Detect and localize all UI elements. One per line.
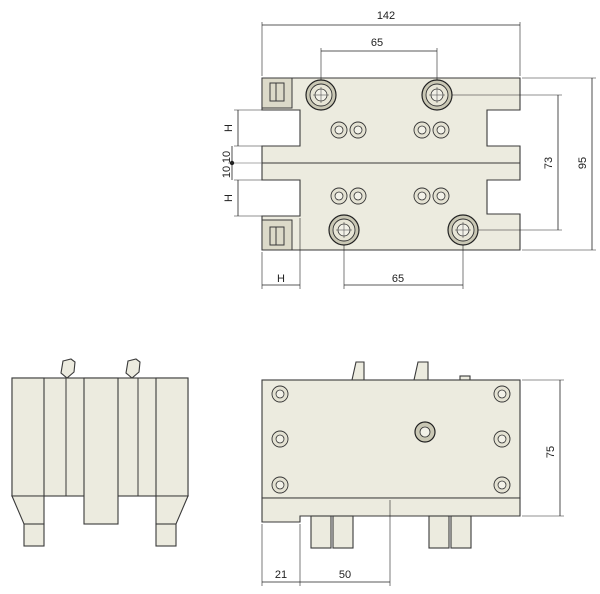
mount-hole (447, 214, 479, 246)
dim-label-offset-lower: 10 (221, 166, 233, 178)
side-foot (155, 523, 177, 547)
dim-label-front-height: 75 (545, 446, 557, 458)
dim-top-spacing: 65 (320, 37, 438, 80)
front-tab (413, 361, 429, 381)
front-bottom-tab (310, 515, 332, 549)
top-view: 142 65 65 73 95 (221, 10, 596, 289)
dim-label-offset-upper: 10 (221, 151, 233, 163)
pin-hole-pair (330, 121, 367, 139)
dim-slot-h-lower: H (223, 179, 262, 217)
center-screw-hole (414, 421, 436, 443)
dim-label-left-offset: 21 (275, 569, 287, 581)
dim-label-inner-height: 73 (543, 157, 555, 169)
screw-hole (493, 476, 511, 494)
dim-center-offsets: 10 10 (221, 146, 235, 180)
front-lower-step (261, 497, 521, 523)
mount-hole (328, 214, 360, 246)
dim-label-slot-h-width: H (277, 273, 285, 285)
side-nub (60, 358, 76, 379)
dim-label-slot-h-lower: H (223, 194, 235, 202)
dim-label-slot-h-upper: H (223, 124, 235, 132)
dim-overall-height: 95 (522, 77, 596, 251)
screw-hole (271, 385, 289, 403)
dim-left-offset: 21 (261, 524, 301, 586)
dim-label-overall-height: 95 (577, 157, 589, 169)
dim-label-tab-spacing: 50 (339, 569, 351, 581)
dim-front-height: 75 (522, 379, 564, 517)
side-foot (23, 523, 45, 547)
screw-hole (493, 385, 511, 403)
pin-hole-pair (413, 187, 450, 205)
dim-bottom-spacing: 65 (343, 245, 464, 289)
pin-hole-pair (413, 121, 450, 139)
dim-slot-h-width: H (261, 218, 301, 289)
dim-inner-height: 73 (452, 94, 562, 231)
front-body (261, 379, 521, 499)
front-view: 75 21 50 (261, 361, 564, 586)
screw-hole (493, 430, 511, 448)
side-foot (155, 495, 189, 525)
front-tab (351, 361, 365, 381)
screw-hole (271, 476, 289, 494)
dim-label-overall-width: 142 (377, 10, 395, 22)
front-bottom-tab (450, 515, 472, 549)
dim-overall-width: 142 (261, 10, 521, 76)
side-nub (125, 358, 141, 379)
dim-label-bottom-spacing: 65 (392, 273, 404, 285)
pin-hole-pair (330, 187, 367, 205)
mount-hole (421, 79, 453, 111)
dim-slot-h-upper: H (223, 109, 262, 147)
mount-hole (305, 79, 337, 111)
front-bottom-tab (332, 515, 354, 549)
top-view-body (261, 77, 521, 251)
dim-label-top-spacing: 65 (371, 37, 383, 49)
front-bottom-tab (428, 515, 450, 549)
screw-hole (271, 430, 289, 448)
side-view (11, 358, 189, 547)
side-foot (11, 495, 45, 525)
dim-tab-spacing: 50 (300, 500, 391, 586)
